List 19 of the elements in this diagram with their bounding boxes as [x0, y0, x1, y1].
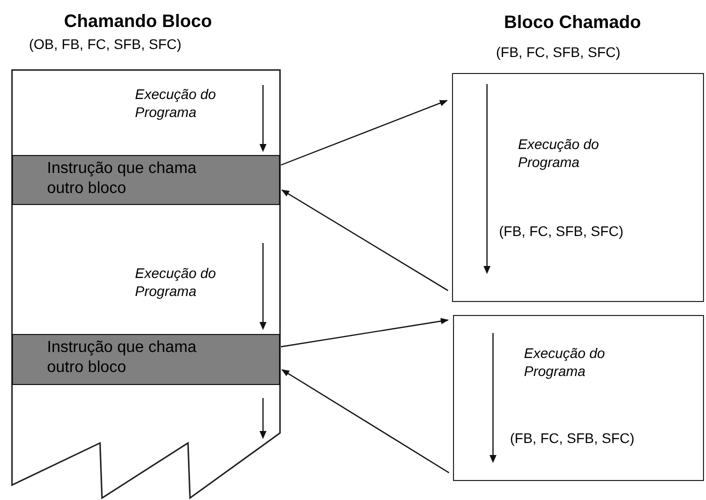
instruction-label: Instrução que chama outro bloco — [47, 159, 198, 199]
block-heading: Chamando Bloco — [64, 10, 212, 32]
flow-label: Execução do Programa — [524, 345, 606, 380]
arrow — [280, 100, 448, 166]
flow-label: Execução do Programa — [518, 136, 600, 171]
block-types: (FB, FC, SFB, SFC) — [499, 223, 624, 240]
block-types: (FB, FC, SFB, SFC) — [510, 430, 634, 448]
arrow — [280, 318, 449, 348]
instruction-label: Instrução que chama outro bloco — [47, 338, 198, 378]
arrow — [281, 369, 450, 474]
block-heading: Bloco Chamado — [504, 11, 642, 34]
instruction-bar — [12, 155, 280, 205]
flow-label: Execução do Programa — [135, 86, 217, 121]
instruction-bar — [12, 334, 280, 385]
called-block — [453, 315, 704, 481]
arrow — [281, 189, 448, 292]
block-types: (OB, FB, FC, SFB, SFC) — [29, 36, 182, 54]
flow-label: Execução do Programa — [135, 265, 217, 300]
block-types: (FB, FC, SFB, SFC) — [496, 44, 620, 62]
